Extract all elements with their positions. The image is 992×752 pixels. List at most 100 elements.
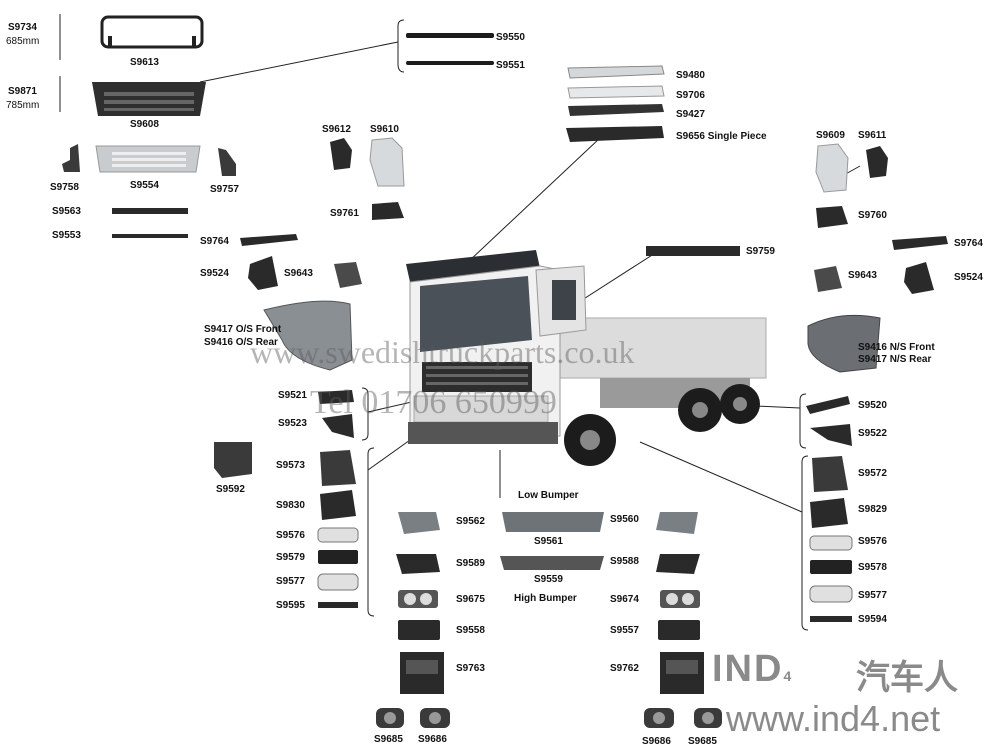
part-s9830-step (320, 490, 356, 520)
leader-line (467, 137, 601, 263)
part-s9764-deflector-left (240, 234, 298, 246)
label-s9557: S9557 (610, 625, 639, 636)
part-s9427-visor (568, 104, 664, 116)
part-s9522-cover (810, 424, 852, 446)
part-s9573-step (320, 450, 356, 486)
part-s9643-bracket-left (334, 262, 362, 288)
label-s9734: S9734 (8, 22, 37, 33)
part-s9417-mudguard-os (263, 300, 353, 371)
leader-bracket (397, 19, 405, 73)
part-s9579-grille (318, 550, 358, 564)
label-s9520: S9520 (858, 400, 887, 411)
part-s9576-grille-right (809, 535, 853, 551)
label-s9576-right: S9576 (858, 536, 887, 547)
part-s9480-visor (567, 65, 665, 79)
parts-column-right (809, 456, 853, 622)
part-s9608-grille (92, 82, 206, 116)
part-s9553-strip (112, 234, 188, 238)
label-s9594: S9594 (858, 614, 887, 625)
label-s9871-size: 785mm (6, 100, 40, 111)
part-s9757-bracket (218, 148, 236, 176)
label-s9643-right: S9643 (848, 270, 877, 281)
label-s9764-right: S9764 (954, 238, 983, 249)
label-s9577-right: S9577 (858, 590, 887, 601)
part-s9610-corner-panel (369, 137, 405, 187)
part-s9578-grille (810, 560, 852, 574)
label-s9560: S9560 (610, 514, 639, 525)
label-s9553: S9553 (52, 230, 81, 241)
label-s9871: S9871 (8, 86, 37, 97)
label-s9573: S9573 (276, 460, 305, 471)
part-s9416-mudguard-ns (807, 314, 881, 373)
label-s9830: S9830 (276, 500, 305, 511)
logo-chinese: 汽车人 (856, 659, 958, 697)
label-s9550: S9550 (496, 32, 525, 43)
label-s9561: S9561 (534, 536, 563, 547)
label-s9427: S9427 (676, 109, 705, 120)
part-s9524-mudflap-left (248, 256, 278, 290)
part-s9656-visor (566, 126, 664, 142)
part-s9524-mudflap-right (904, 262, 934, 294)
part-s9577-grille-right (809, 585, 853, 603)
logo-brand: IND4 (712, 648, 793, 691)
part-s9760-corner (816, 206, 848, 228)
label-s9572: S9572 (858, 468, 887, 479)
part-s9594-strip (810, 616, 852, 622)
label-s9524-left: S9524 (200, 268, 229, 279)
leader-bracket (367, 447, 375, 617)
part-s9550-strip (406, 33, 494, 38)
label-s9686-left: S9686 (418, 734, 447, 745)
part-s9609-corner-panel (815, 143, 849, 193)
label-s9521: S9521 (278, 390, 307, 401)
label-s9761: S9761 (330, 208, 359, 219)
label-s9611: S9611 (858, 130, 887, 141)
label-s9609: S9609 (816, 130, 845, 141)
leader-line (367, 439, 411, 471)
label-s9563: S9563 (52, 206, 81, 217)
leader-bracket (361, 387, 369, 441)
part-s9562-bumper-end (398, 512, 440, 534)
part-s9561-low-bumper (502, 512, 604, 532)
label-s9706: S9706 (676, 90, 705, 101)
watermark-phone: Tel 01706 650999 (310, 384, 557, 421)
label-s9480: S9480 (676, 70, 705, 81)
part-s9592-step (214, 442, 252, 478)
part-s9643-bracket-right (814, 266, 842, 292)
label-s9643-left: S9643 (284, 268, 313, 279)
label-s9608: S9608 (130, 119, 159, 130)
label-s9758: S9758 (50, 182, 79, 193)
label-s9576-left: S9576 (276, 530, 305, 541)
label-s9685-right: S9685 (688, 736, 717, 747)
label-s9674: S9674 (610, 594, 639, 605)
parts-column-left (317, 450, 359, 608)
part-s9572-step (812, 456, 848, 492)
part-s9559-high-bumper (500, 556, 604, 570)
label-s9764-left: S9764 (200, 236, 229, 247)
part-s9612-mirror-bracket (330, 138, 352, 170)
part-s9611-mirror-bracket (866, 146, 888, 178)
label-s9685-left: S9685 (374, 734, 403, 745)
logo-brand-text: IND (712, 648, 784, 690)
label-s9417-ns: S9417 N/S Rear (858, 354, 932, 365)
part-s9764-deflector-right (892, 236, 948, 250)
truck-illustration (406, 250, 767, 466)
label-s9613: S9613 (130, 57, 159, 68)
label-s9592: S9592 (216, 484, 245, 495)
part-s9706-visor (567, 85, 665, 99)
part-s9589-bumper-end (396, 554, 440, 574)
part-s9762-housing (660, 652, 704, 694)
label-s9417-os: S9417 O/S Front (204, 324, 282, 335)
label-s9610: S9610 (370, 124, 399, 135)
leader-line (639, 441, 803, 513)
label-s9577-left: S9577 (276, 576, 305, 587)
label-low-bumper: Low Bumper (518, 490, 579, 501)
part-s9551-strip (406, 61, 494, 65)
label-s9612: S9612 (322, 124, 351, 135)
logo-brand-sub: 4 (783, 668, 794, 684)
part-s9829-step (810, 498, 848, 528)
label-s9578: S9578 (858, 562, 887, 573)
label-s9757: S9757 (210, 184, 239, 195)
logo-url: www.ind4.net (726, 698, 941, 739)
part-s9560-bumper-end (656, 512, 698, 534)
